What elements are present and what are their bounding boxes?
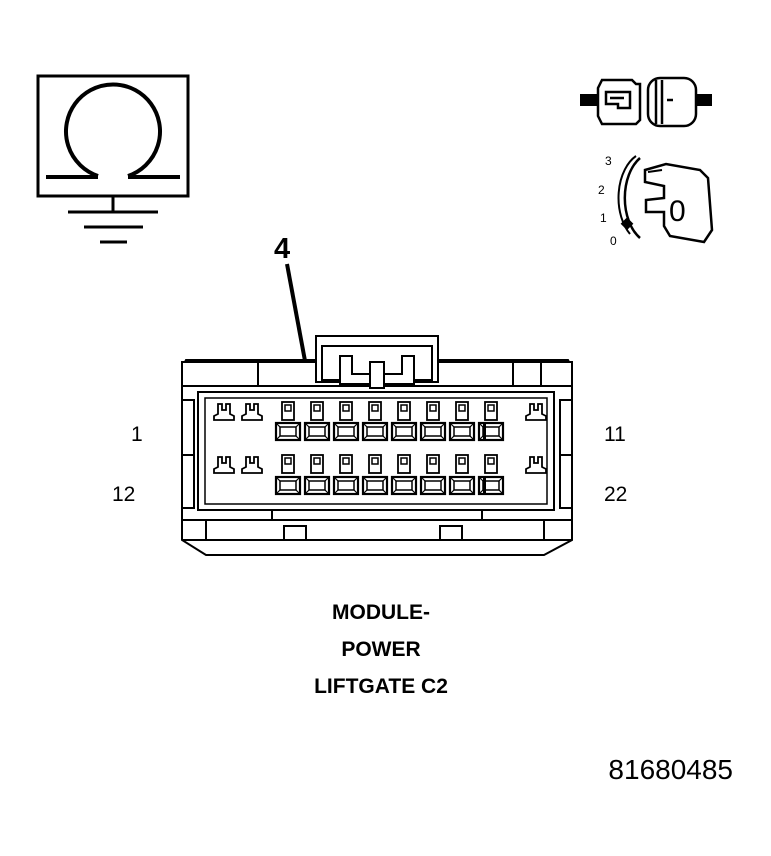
pin-cavity-r1-c1	[274, 401, 302, 442]
ignition-position-1: 1	[600, 211, 607, 225]
callout-label: 4	[274, 233, 290, 265]
ignition-position-3: 3	[605, 154, 612, 168]
pin-cavity-r2-c1	[274, 454, 302, 496]
disconnected-connector-icon	[580, 76, 712, 128]
latch-right-1	[525, 403, 547, 421]
pin-cavity-r1-c2	[303, 401, 331, 442]
pin-cavity-r2-c8	[477, 454, 505, 496]
latch-left-1a	[213, 403, 235, 421]
pin-cavity-r2-c4	[361, 454, 389, 496]
pin-cavity-r2-c7	[448, 454, 476, 496]
caption-line-3: LIFTGATE C2	[314, 675, 448, 698]
pin-label-22: 22	[604, 483, 627, 506]
ignition-key-position-label: 0	[669, 195, 686, 228]
pin-label-11: 11	[604, 423, 626, 446]
latch-right-2	[525, 456, 547, 474]
pin-cavities	[213, 401, 547, 496]
pin-cavity-r2-c5	[390, 454, 418, 496]
ignition-position-0: 0	[610, 234, 617, 248]
pin-cavity-r1-c3	[332, 401, 360, 442]
pin-cavity-r1-c8	[477, 401, 505, 442]
pin-cavity-r1-c6	[419, 401, 447, 442]
pin-cavity-r1-c7	[448, 401, 476, 442]
figure-id: 81680485	[608, 754, 733, 785]
caption-line-2: POWER	[341, 638, 420, 661]
latch-left-2a	[213, 456, 235, 474]
pin-cavity-r1-c5	[390, 401, 418, 442]
pin-cavity-r1-c4	[361, 401, 389, 442]
ohm-ground-icon	[36, 74, 190, 244]
pin-cavity-r2-c2	[303, 454, 331, 496]
caption-line-1: MODULE-	[332, 601, 430, 624]
connector-body	[181, 335, 573, 556]
pin-cavity-r2-c3	[332, 454, 360, 496]
pin-cavity-r2-c6	[419, 454, 447, 496]
latch-left-2b	[241, 456, 263, 474]
ignition-switch-icon: 3 2 1 0 0	[598, 154, 714, 248]
pin-label-12: 12	[112, 483, 135, 506]
pin-label-1: 1	[131, 423, 143, 446]
latch-left-1b	[241, 403, 263, 421]
ignition-position-2: 2	[598, 183, 605, 197]
